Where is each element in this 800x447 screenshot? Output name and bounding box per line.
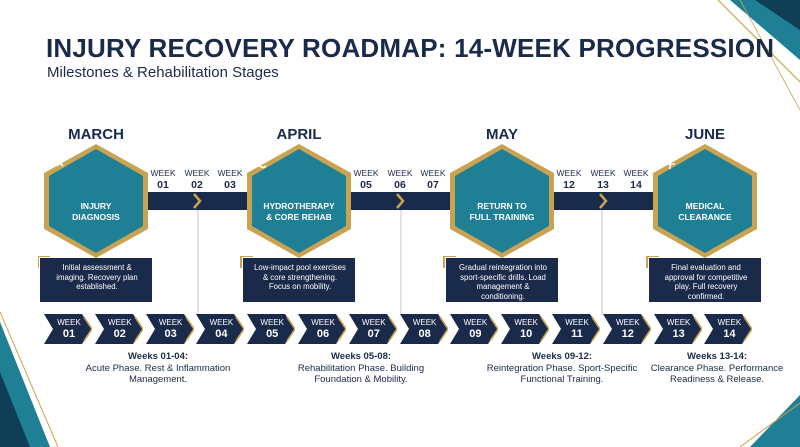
month-label-april: APRIL: [276, 126, 322, 143]
corner-decoration-bottom-left: [0, 312, 59, 447]
milestone-title-line2: DIAGNOSIS: [72, 212, 120, 222]
bone-injury-icon: [37, 143, 64, 169]
month-label-june: JUNE: [684, 126, 725, 143]
milestone-track: [90, 192, 720, 210]
desc-box-accents: [38, 256, 659, 268]
hydrotherapy-pool-icon: [241, 146, 267, 169]
milestone-title-line1: MEDICAL: [685, 201, 725, 211]
milestone-title-line2: CLEARANCE: [678, 212, 732, 222]
month-label-march: MARCH: [68, 126, 124, 143]
phase-3: Weeks 09-12:Reintegration Phase. Sport-S…: [486, 351, 638, 385]
milestone-hydrotherapy: HYDROTHERAPY& CORE REHAB: [239, 142, 359, 260]
phase-4: Weeks 13-14:Clearance Phase. Performance…: [650, 351, 784, 385]
milestone-description-3: Gradual reintegration into sport-specifi…: [446, 258, 558, 302]
running-person-icon: [447, 143, 472, 169]
milestone-title-line1: RETURN TO: [477, 201, 527, 211]
milestone-description-2: Low-impact pool exercises & core strengt…: [243, 258, 355, 302]
corner-decoration-top-right: [717, 0, 800, 111]
page-title: INJURY RECOVERY ROADMAP: 14-WEEK PROGRES…: [46, 33, 775, 63]
shield-check-icon: [647, 143, 675, 169]
milestone-title-line2: FULL TRAINING: [469, 212, 535, 222]
milestone-title-line2: & CORE REHAB: [266, 212, 332, 222]
connector-lines: [197, 210, 603, 315]
phase-1: Weeks 01-04:Acute Phase. Rest & Inflamma…: [85, 351, 231, 385]
milestone-description-4: Final evaluation and approval for compet…: [649, 258, 761, 302]
month-label-may: MAY: [486, 126, 518, 143]
phase-2: Weeks 05-08:Rehabilitation Phase. Buildi…: [297, 351, 425, 385]
milestone-title-line1: INJURY: [80, 201, 112, 211]
milestone-title-line1: HYDROTHERAPY: [263, 201, 335, 211]
page-subtitle: Milestones & Rehabilitation Stages: [47, 64, 279, 81]
corner-decoration-bottom-right: [740, 395, 800, 447]
milestone-description-1: Initial assessment & imaging. Recovery p…: [40, 258, 152, 302]
